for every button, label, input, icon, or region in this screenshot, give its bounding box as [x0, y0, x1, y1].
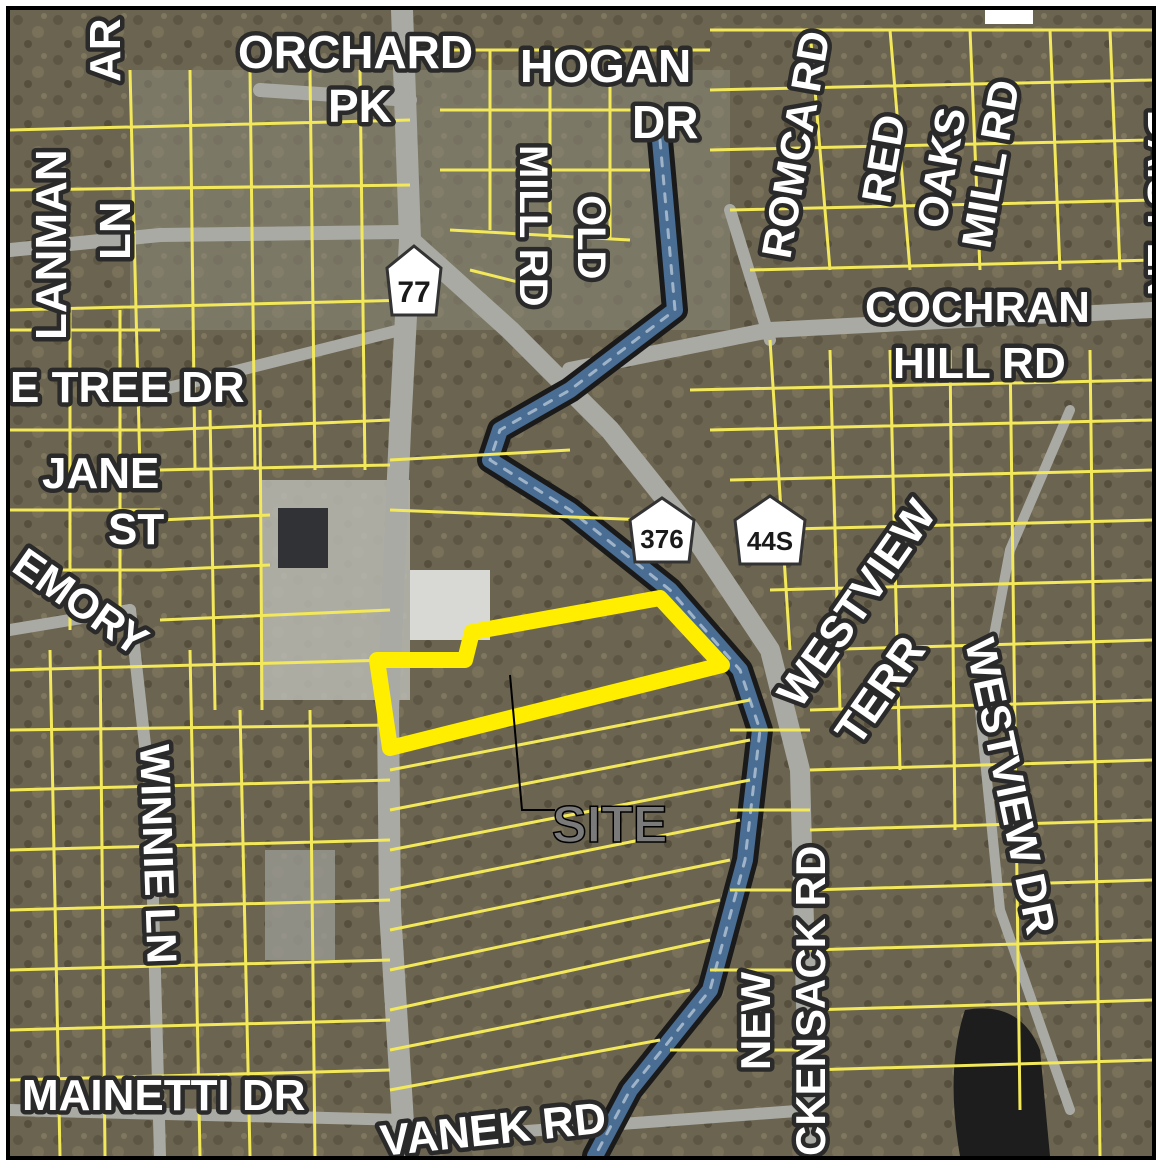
- shield-route-77: 77: [385, 244, 443, 317]
- orchard-pk-road: [253, 83, 417, 107]
- label-hill-rd: HILL RD: [893, 339, 1066, 388]
- label-orchard: ORCHARD: [238, 26, 473, 78]
- building-roof-1: [278, 508, 328, 568]
- label-cochran: COCHRAN: [865, 283, 1090, 332]
- river: [477, 127, 773, 1156]
- label-hogan: HOGAN: [520, 40, 691, 92]
- label-winnie-ln: WINNIE LN: [131, 744, 186, 965]
- label-daisy-ln: DAISY LN: [1139, 110, 1152, 296]
- parking-lot-south: [265, 850, 335, 960]
- label-jane: JANE: [42, 449, 159, 498]
- label-mill-rd: MILL RD: [511, 145, 555, 306]
- parcel-lines: [10, 28, 1152, 1156]
- site-leader-line: [509, 674, 555, 811]
- west-cross-road: [10, 225, 407, 257]
- site-parcel-outline[interactable]: [369, 590, 730, 756]
- pond: [953, 1008, 1050, 1156]
- label-lanman: LANMAN: [27, 149, 76, 340]
- tree-dr-road: [154, 324, 406, 396]
- westview-dr-road: [975, 405, 1075, 1115]
- mainetti-road: [10, 1104, 411, 1126]
- route-77-road: [377, 10, 421, 1156]
- label-hogan-dr: DR: [632, 96, 698, 148]
- winnie-ln-road: [124, 604, 166, 1156]
- label-lanman-ln: LN: [91, 201, 140, 260]
- label-hackensack-rd: CKENSACK RD: [787, 846, 834, 1156]
- label-ar: AR: [81, 18, 130, 82]
- map-frame: ORCHARD PK HOGAN DR AR LANMAN LN MILL RD…: [6, 6, 1156, 1160]
- label-tree-dr: E TREE DR: [10, 363, 245, 412]
- svg-text:376: 376: [640, 524, 683, 554]
- label-pk: PK: [328, 80, 392, 132]
- label-new: NEW: [732, 972, 779, 1070]
- svg-text:44S: 44S: [747, 526, 793, 556]
- svg-text:77: 77: [397, 276, 430, 309]
- shield-route-376: 376: [628, 496, 696, 564]
- label-mainetti-dr: MAINETTI DR: [22, 1071, 306, 1120]
- tax-parcel-map[interactable]: ORCHARD PK HOGAN DR AR LANMAN LN MILL RD…: [10, 10, 1152, 1156]
- shield-route-44s: 44S: [733, 494, 807, 566]
- romca-road: [724, 204, 776, 346]
- label-st: ST: [108, 505, 164, 554]
- label-old: OLD: [569, 195, 613, 279]
- site-label: SITE: [552, 796, 668, 854]
- map-corner-marker: [985, 10, 1033, 24]
